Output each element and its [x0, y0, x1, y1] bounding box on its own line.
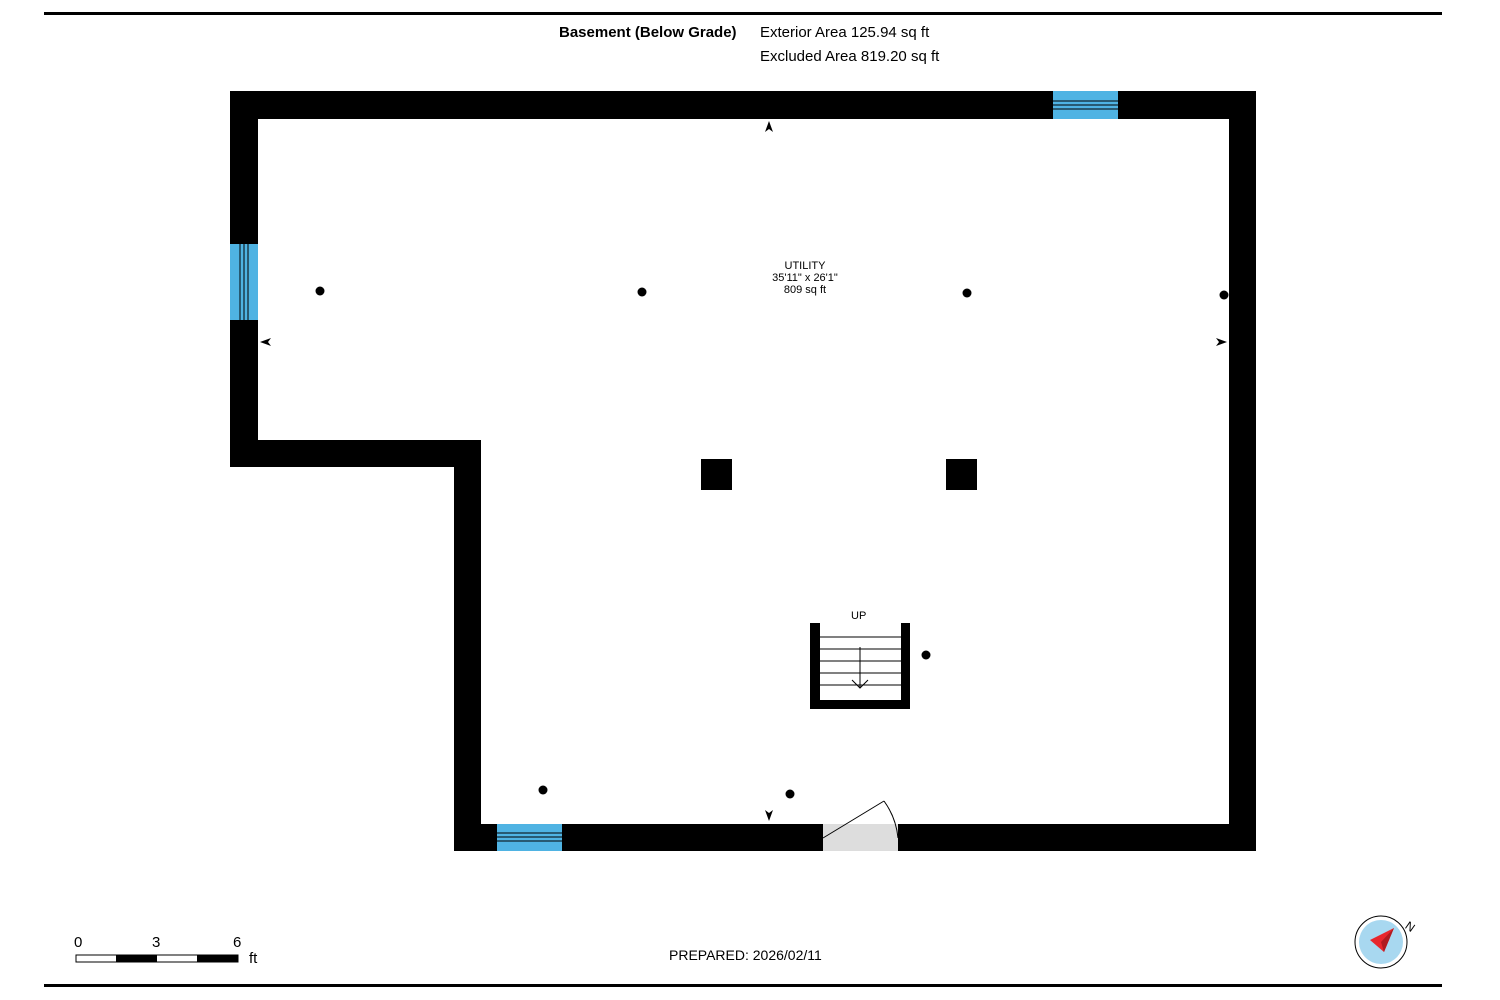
scale-tick-0: 0 — [74, 934, 83, 951]
window-left — [230, 244, 258, 320]
room-name: UTILITY — [784, 260, 826, 272]
photo-point-dot — [1219, 290, 1229, 300]
room-dimensions: 35'11" x 26'1" — [772, 272, 838, 284]
photo-point-dot — [785, 789, 795, 799]
entry-door — [822, 800, 899, 851]
photo-point-dot — [637, 287, 647, 297]
window-bottom — [497, 824, 562, 851]
exterior-area-text: Exterior Area 125.94 sq ft — [760, 24, 930, 41]
marker-arrow-bottom — [765, 810, 773, 821]
photo-point-dot — [962, 288, 972, 298]
scale-tick-3: 3 — [152, 934, 161, 951]
stairs — [810, 623, 910, 709]
marker-arrow-top — [765, 121, 773, 132]
floor-title: Basement (Below Grade) — [559, 24, 737, 41]
prepared-date: PREPARED: 2026/02/11 — [669, 947, 822, 963]
excluded-area-text: Excluded Area 819.20 sq ft — [760, 48, 940, 65]
support-column — [946, 459, 977, 490]
marker-arrow-left — [260, 338, 271, 346]
window-top — [1053, 91, 1118, 119]
photo-point-dot — [315, 286, 325, 296]
photo-point-dot — [538, 785, 548, 795]
marker-arrow-right — [1216, 338, 1227, 346]
exterior-wall — [230, 91, 1256, 851]
bottom-rule — [44, 984, 1442, 987]
north-compass-icon: N — [1354, 915, 1418, 969]
scale-unit: ft — [249, 950, 258, 967]
scale-bar — [75, 954, 239, 963]
room-area: 809 sq ft — [783, 284, 827, 296]
support-column — [701, 459, 732, 490]
scale-tick-6: 6 — [233, 934, 242, 951]
photo-point-dot — [921, 650, 931, 660]
stairs-up-label: UP — [851, 610, 867, 622]
top-rule — [44, 12, 1442, 15]
